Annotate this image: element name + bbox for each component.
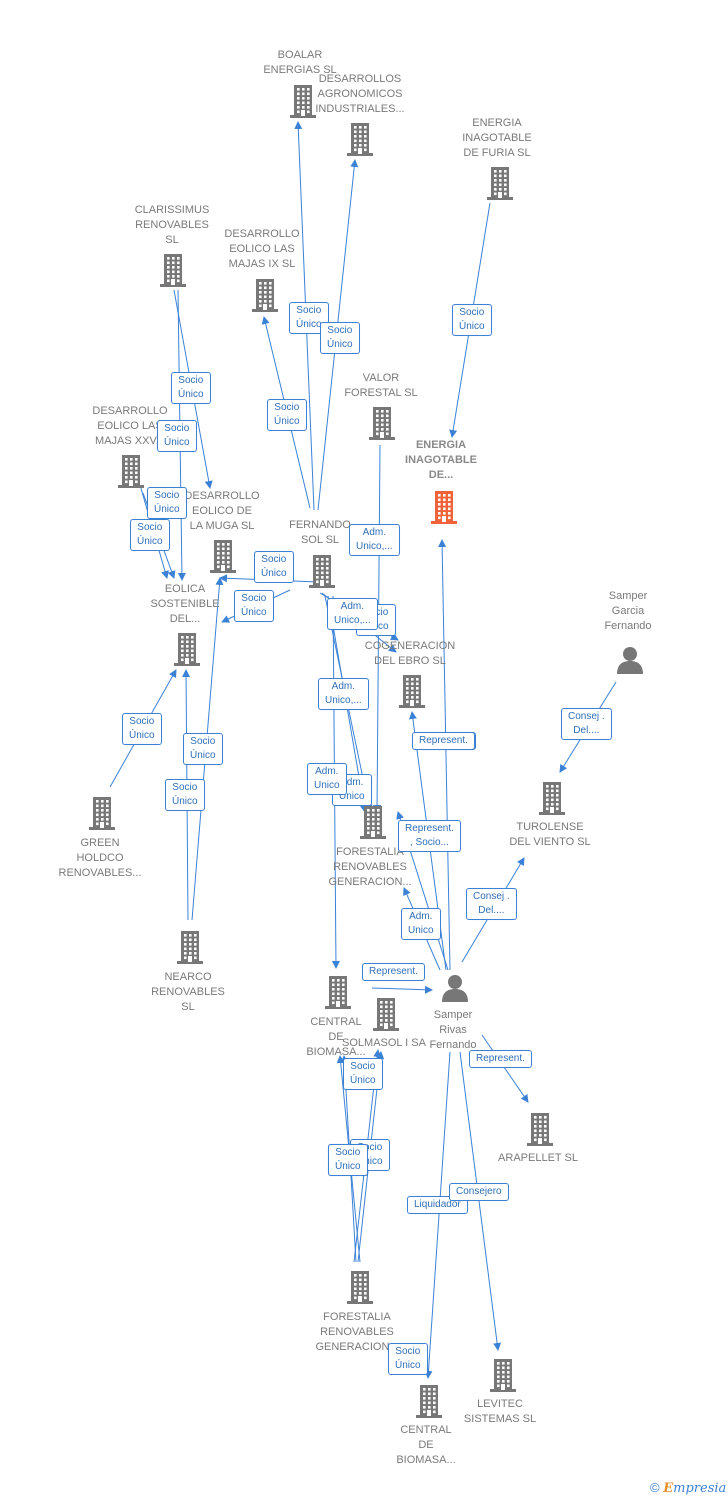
node-label[interactable]: COGENERACION DEL EBRO SL [364, 640, 456, 667]
relation-label[interactable]: Socio Único [157, 420, 197, 452]
building-icon[interactable] [525, 1112, 555, 1146]
node-label[interactable]: SOLMASOL I SA [342, 1037, 426, 1049]
building-icon[interactable] [175, 930, 205, 964]
node-label[interactable]: NEARCO RENOVABLES SL [151, 971, 225, 1013]
node-label[interactable]: GREEN HOLDCO RENOVABLES... [58, 837, 142, 879]
node-label[interactable]: BOALAR ENERGIAS SL [263, 49, 337, 76]
building-icon[interactable] [158, 253, 188, 287]
node-label[interactable]: Samper Garcia Fernando [604, 590, 652, 632]
relation-label[interactable]: Socio Único [183, 733, 223, 765]
relation-label[interactable]: Socio Único [130, 519, 170, 551]
building-icon[interactable] [414, 1384, 444, 1418]
node-label[interactable]: DESARROLLO EOLICO LAS MAJAS IX SL [224, 228, 300, 270]
relation-label[interactable]: Adm. Unico [307, 763, 347, 795]
node-label[interactable]: LEVITEC SISTEMAS SL [463, 1398, 537, 1425]
brand-initial: E [663, 1481, 674, 1496]
building-icon[interactable] [116, 454, 146, 488]
relation-label[interactable]: Consej . Del.... [561, 708, 612, 740]
person-icon[interactable] [615, 645, 645, 675]
relation-label[interactable]: Adm. Unico,... [318, 678, 369, 710]
node-label[interactable]: DESARROLLOS AGRONOMICOS INDUSTRIALES... [315, 73, 405, 115]
building-icon[interactable] [172, 632, 202, 666]
node-label[interactable]: FORESTALIA RENOVABLES GENERACION... [315, 1311, 399, 1353]
relation-label[interactable]: Represent. [362, 963, 425, 981]
edge-srf-to-main [438, 539, 451, 971]
building-icon[interactable] [429, 490, 459, 524]
empresia-footer[interactable]: © Empresia [650, 1480, 726, 1496]
brand-name: mpresia [673, 1481, 727, 1496]
node-label[interactable]: ENERGIA INAGOTABLE DE FURIA SL [462, 117, 532, 159]
relation-label[interactable]: Adm. Unico,... [327, 598, 378, 630]
relation-label[interactable]: Socio Único [388, 1343, 428, 1375]
node-label[interactable]: DESARROLLO EOLICO DE LA MUGA SL [184, 490, 260, 532]
node-label[interactable]: FERNANDO SOL SL [289, 519, 351, 546]
relation-label[interactable]: Consej . Del.... [466, 888, 517, 920]
relation-label[interactable]: Socio Único [343, 1058, 383, 1090]
node-label[interactable]: CENTRAL DE BIOMASA... [396, 1424, 456, 1466]
building-icon[interactable] [367, 406, 397, 440]
building-icon[interactable] [397, 674, 427, 708]
relation-label[interactable]: Adm. Unico [401, 908, 441, 940]
node-label[interactable]: EOLICA SOSTENIBLE DEL... [150, 583, 220, 625]
copyright-symbol: © [650, 1480, 660, 1495]
edge-fernando-to-srf [371, 985, 433, 994]
node-label[interactable]: Samper Rivas Fernando [429, 1009, 477, 1051]
relation-label[interactable]: Represent. [469, 1050, 532, 1068]
relation-label[interactable]: Socio Único [171, 372, 211, 404]
building-icon[interactable] [345, 122, 375, 156]
node-label[interactable]: TUROLENSE DEL VIENTO SL [509, 821, 591, 848]
relation-label[interactable]: Represent. , Socio... [398, 820, 461, 852]
node-label[interactable]: CENTRAL DE BIOMASA... [306, 1016, 366, 1058]
edge-srf-to-arapellet [481, 1034, 529, 1103]
node-label[interactable]: VALOR FORESTAL SL [344, 372, 418, 399]
edge-srf-to-central2 [424, 1051, 451, 1379]
building-icon[interactable] [537, 781, 567, 815]
building-icon[interactable] [323, 975, 353, 1009]
relation-label[interactable]: Socio Único [254, 551, 294, 583]
person-icon[interactable] [440, 973, 470, 1003]
relation-label[interactable]: Socio Único [122, 713, 162, 745]
building-icon[interactable] [288, 84, 318, 118]
node-label[interactable]: ENERGIA INAGOTABLE DE... [405, 439, 477, 481]
building-icon[interactable] [87, 796, 117, 830]
relation-label[interactable]: Liquidador [407, 1196, 468, 1214]
node-label[interactable]: FORESTALIA RENOVABLES GENERACION... [328, 846, 412, 888]
building-icon[interactable] [250, 278, 280, 312]
building-icon[interactable] [208, 539, 238, 573]
building-icon[interactable] [358, 805, 388, 839]
node-label[interactable]: ARAPELLET SL [498, 1152, 578, 1164]
node-label[interactable]: CLARISSIMUS RENOVABLES SL [134, 204, 210, 246]
relation-label[interactable]: Adm. Unico,... [349, 524, 400, 556]
relation-label[interactable]: Socio Único [165, 779, 205, 811]
building-icon[interactable] [485, 166, 515, 200]
relation-label[interactable]: Socio Único [267, 399, 307, 431]
relation-label[interactable]: Socio Único [147, 487, 187, 519]
relation-label[interactable]: Socio Único [234, 590, 274, 622]
building-icon[interactable] [307, 554, 337, 588]
relation-label[interactable]: Socio Único [320, 322, 360, 354]
building-icon[interactable] [371, 997, 401, 1031]
building-icon[interactable] [488, 1358, 518, 1392]
relation-label[interactable]: Socio Único [328, 1144, 368, 1176]
building-icon[interactable] [345, 1270, 375, 1304]
relation-label[interactable]: Represent. [412, 732, 475, 750]
edge-srf-to-levitec [459, 1051, 502, 1351]
relation-label[interactable]: Socio Único [452, 304, 492, 336]
relation-label[interactable]: Consejero [449, 1183, 509, 1201]
